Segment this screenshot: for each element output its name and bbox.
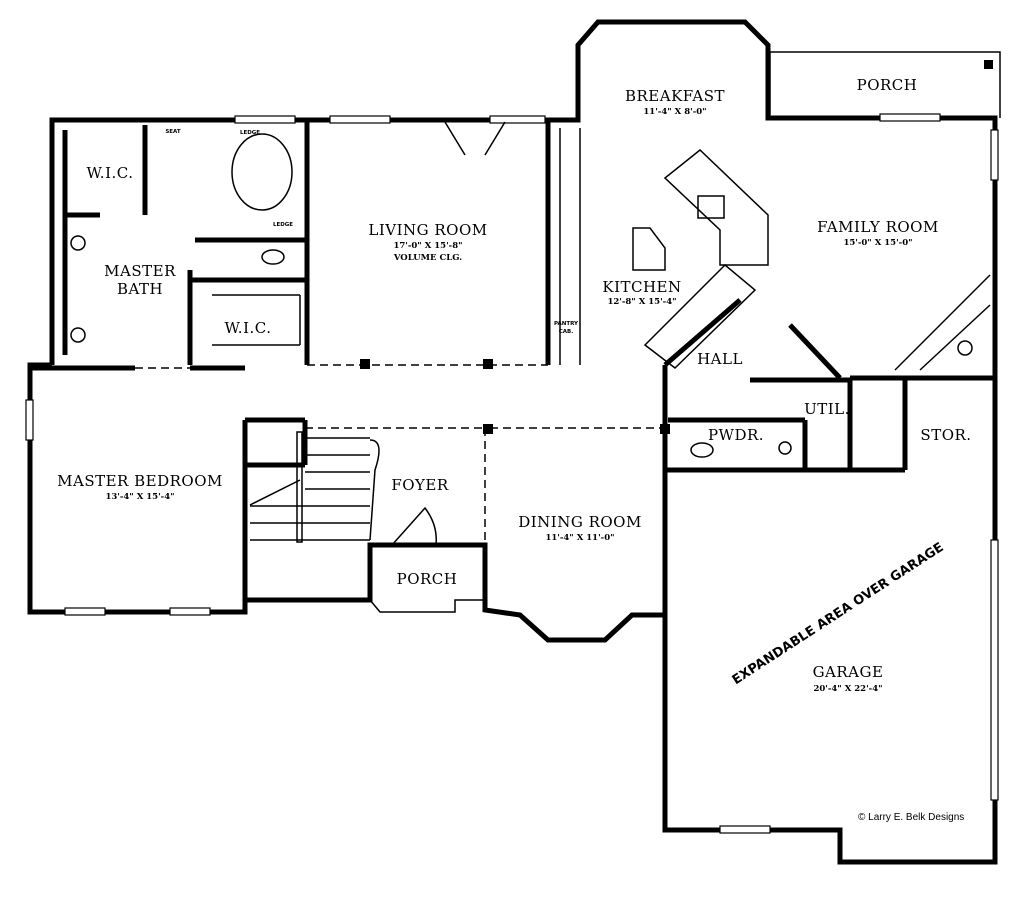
room-dims-master-bedroom: 13'-4" X 15'-4" — [105, 492, 174, 502]
column — [660, 424, 670, 434]
window — [64, 607, 106, 616]
room-label-rear-porch: PORCH — [857, 76, 918, 94]
room-label-wic: W.I.C. — [225, 319, 272, 337]
window — [329, 115, 391, 124]
room-label-garage: GARAGE — [813, 663, 884, 681]
interior-walls — [30, 122, 995, 615]
room-label-breakfast: BREAKFAST — [625, 87, 725, 105]
kitchen-sink — [697, 195, 725, 219]
sink — [70, 235, 86, 251]
ledge-label: LEDGE — [240, 130, 260, 136]
room-label-master-bedroom: MASTER BEDROOM — [57, 472, 223, 490]
room-label-stor: STOR. — [920, 426, 971, 444]
room-dims-family-room: 15'-0" X 15'-0" — [843, 238, 912, 248]
window — [719, 825, 771, 834]
window — [25, 399, 34, 441]
pantry-label: PANTRY — [554, 321, 579, 327]
room-label-dining-room: DINING ROOM — [518, 513, 642, 531]
kitchen-range-counter — [643, 263, 757, 369]
designer-credit: © Larry E. Belk Designs — [858, 812, 964, 823]
room-dims-dining-room: 11'-4" X 11'-0" — [545, 533, 614, 543]
rear-porch-outline — [769, 51, 1001, 118]
room-label-living-room: LIVING ROOM — [368, 221, 487, 239]
column — [483, 424, 493, 434]
toilet — [690, 442, 714, 458]
room-label-master-bath: MASTER — [104, 262, 176, 280]
room-note-living-room: VOLUME CLG. — [393, 253, 462, 263]
kitchen-island — [632, 227, 666, 271]
kitchen-counter — [663, 149, 769, 266]
toilet — [261, 249, 285, 265]
room-label-family-room: FAMILY ROOM — [817, 218, 939, 236]
seat-label: SEAT — [165, 129, 181, 135]
window — [879, 113, 941, 122]
front-porch-outline — [369, 599, 485, 613]
room-label-kitchen: KITCHEN — [602, 278, 681, 296]
sink — [70, 327, 86, 343]
porch-post — [984, 60, 993, 69]
front-door — [391, 506, 438, 546]
room-label-hall: HALL — [697, 350, 743, 368]
room-label-foyer: FOYER — [391, 476, 449, 494]
room-label-master-bath: BATH — [117, 280, 163, 298]
column — [360, 359, 370, 369]
window — [990, 539, 999, 801]
room-dims-garage: 20'-4" X 22'-4" — [813, 684, 882, 694]
bathtub — [231, 133, 293, 211]
pantry-label: CAB. — [559, 329, 574, 335]
room-dims-breakfast: 11'-4" X 8'-0" — [643, 107, 706, 117]
sink — [957, 340, 973, 356]
window — [489, 115, 546, 124]
column — [483, 359, 493, 369]
room-label-wic: W.I.C. — [87, 164, 134, 182]
room-label-util: UTIL. — [804, 400, 850, 418]
sink — [778, 441, 792, 455]
window — [990, 129, 999, 181]
window — [169, 607, 211, 616]
room-label-pwdr: PWDR. — [708, 426, 764, 444]
room-dims-kitchen: 12'-8" X 15'-4" — [607, 297, 676, 307]
door — [444, 121, 506, 156]
room-dims-living-room: 17'-0" X 15'-8" — [393, 241, 462, 251]
ledge-label: LEDGE — [273, 222, 293, 228]
staircase — [249, 431, 380, 543]
window — [234, 115, 296, 124]
room-label-front-porch: PORCH — [397, 570, 458, 588]
